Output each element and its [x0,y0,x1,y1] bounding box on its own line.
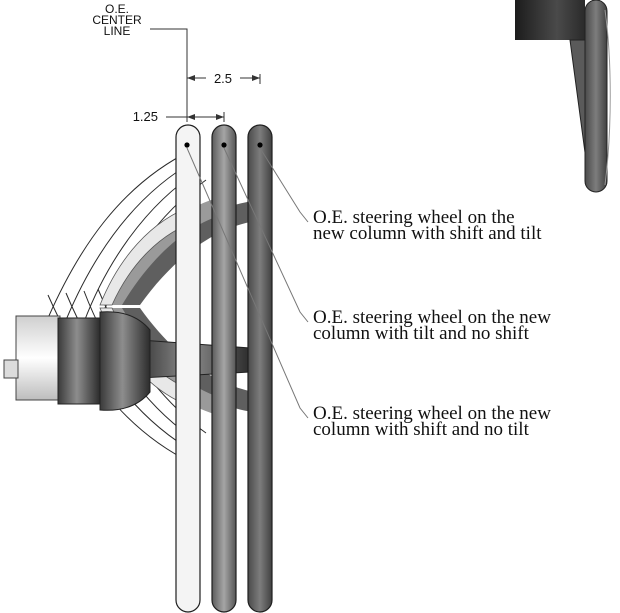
center-line-label-line: CENTER [92,13,142,27]
leader-shift-and-tilt [259,147,309,223]
partial-spoke-line [604,9,611,186]
callout-line: O.E. steering wheel on the new [313,403,551,424]
center-dot-middle [221,142,227,148]
callout-tilt-no-shift: O.E. steering wheel on the new column wi… [313,307,551,344]
leader-shift-no-tilt [186,147,309,419]
callout-line: O.E. steering wheel on the new [313,307,551,328]
partial-rim [584,0,608,193]
hub-body [57,317,101,405]
rim-back [247,124,273,613]
callout-line: O.E. steering wheel on the [313,207,515,228]
dimension-2-5-label: 2.5 [214,71,232,86]
center-dot-back [257,142,263,148]
callout-shift-no-tilt: O.E. steering wheel on the new column wi… [313,403,551,440]
callout-leaders [186,147,309,419]
callout-line: column with tilt and no shift [313,323,529,344]
dimension-2-5: 2.5 [186,69,261,86]
center-line-label: O.E. CENTER LINE [86,2,148,38]
hub-plate [15,315,61,401]
hub-assembly [3,311,151,411]
callout-shift-and-tilt: O.E. steering wheel on the new column wi… [313,207,542,244]
leader-tilt-no-shift [223,147,309,323]
center-line-leader [150,28,188,122]
callout-line: new column with shift and tilt [313,223,542,244]
callout-line: column with shift and no tilt [313,419,529,440]
rim-middle [211,124,237,613]
rim-front [175,124,201,613]
center-dot-front [184,142,190,148]
hub-cone [99,311,151,411]
partial-wheel-view [515,0,611,193]
hub-stub [3,359,19,379]
dimension-1-25-label: 1.25 [133,109,158,124]
center-line-label-line: LINE [103,24,131,38]
dimension-1-25: 1.25 [133,109,225,124]
partial-hub [515,0,585,40]
center-line-label-line: O.E. [104,2,129,16]
